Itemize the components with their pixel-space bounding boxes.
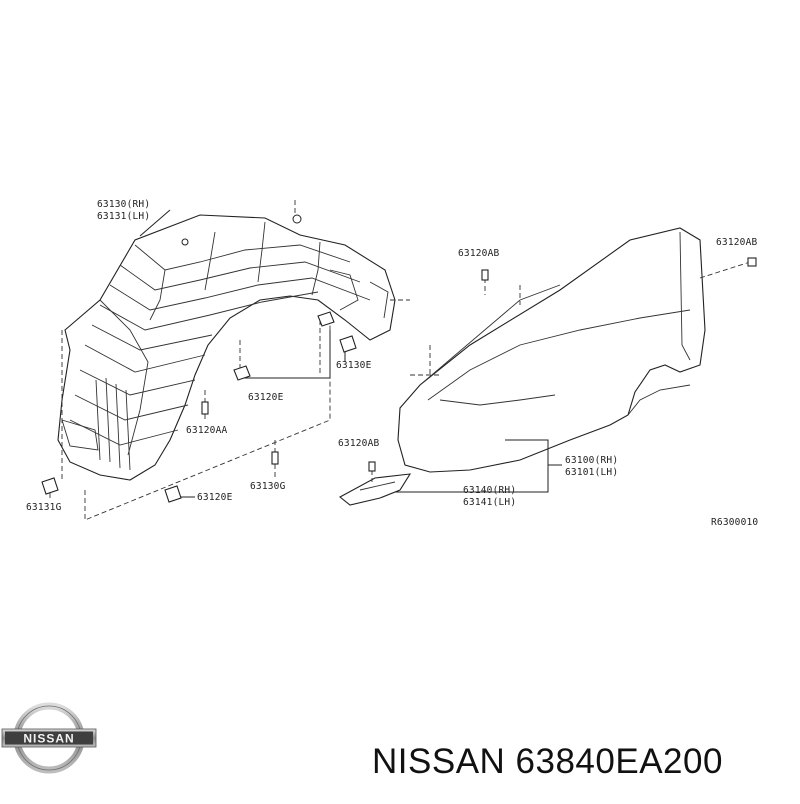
label-63120ab-right: 63120AB [716,237,758,248]
diagram-reference: R6300010 [711,517,758,528]
label-63130e: 63130E [336,360,372,371]
label-63131g: 63131G [26,502,62,513]
fender-liner [57,214,396,481]
label-63130-rh: 63130(RH) [97,199,150,210]
liner-leaders [49,200,410,521]
label-63130g: 63130G [250,481,286,492]
label-63120e-mid: 63120E [248,392,284,403]
front-fender [397,227,706,473]
label-63101-lh: 63101(LH) [565,467,618,478]
fender-splash-shield [339,473,412,506]
nissan-logo: NISSAN [1,702,97,774]
label-63140-rh: 63140(RH) [463,485,516,496]
label-63120aa: 63120AA [186,425,228,436]
svg-text:NISSAN: NISSAN [23,732,74,746]
label-63120ab-low: 63120AB [338,438,380,449]
clip-parts [41,311,357,503]
label-63100-rh: 63100(RH) [565,455,618,466]
label-63120ab-top: 63120AB [458,248,500,259]
label-63141-lh: 63141(LH) [463,497,516,508]
label-63120e-low: 63120E [197,492,233,503]
label-63131-lh: 63131(LH) [97,211,150,222]
fender-leaders [368,257,757,493]
part-number-title: NISSAN 63840EA200 [372,742,723,781]
